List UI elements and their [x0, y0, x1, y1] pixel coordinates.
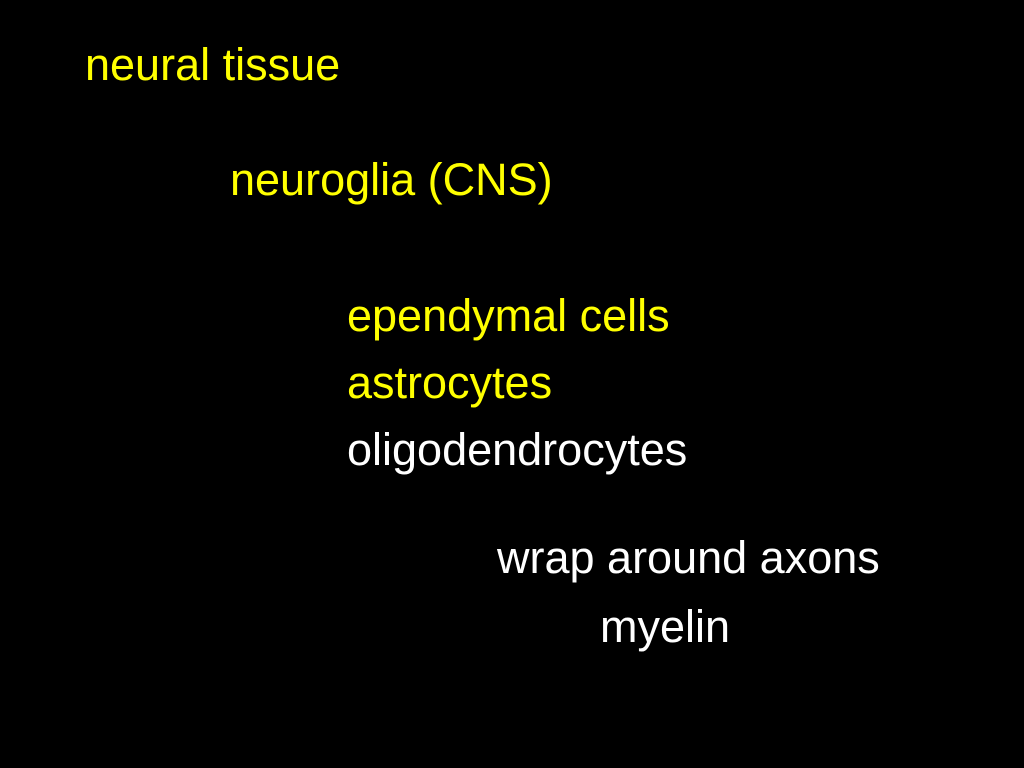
- list-item: astrocytes: [347, 357, 553, 408]
- list-item: ependymal cells: [347, 290, 670, 341]
- note-line: myelin: [600, 601, 731, 652]
- subheading: neuroglia (CNS): [230, 154, 553, 205]
- list-item: oligodendrocytes: [347, 424, 688, 475]
- note-line: wrap around axons: [497, 532, 880, 583]
- slide-title: neural tissue: [85, 39, 341, 90]
